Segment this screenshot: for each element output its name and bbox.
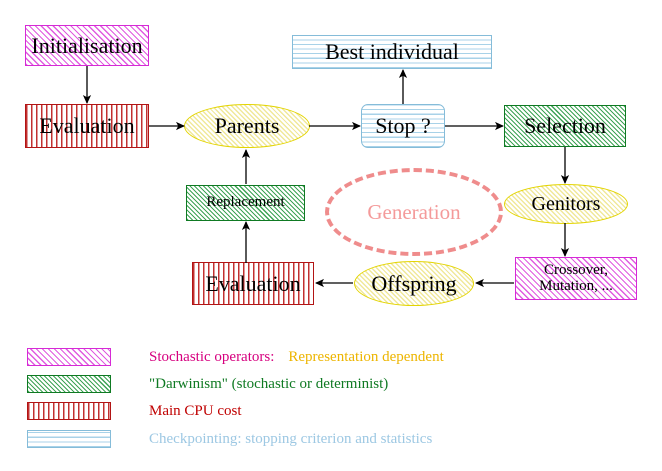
generation-loop-annotation: Generation xyxy=(325,168,503,256)
legend-label-checkpointing: Checkpointing: stopping criterion and st… xyxy=(149,430,433,447)
legend-swatch-magenta-diagonal-hatch xyxy=(27,348,111,366)
node-offspring[interactable]: Offspring xyxy=(354,261,474,306)
node-offspring-label: Offspring xyxy=(371,270,457,296)
node-parents-label: Parents xyxy=(214,113,280,139)
legend-label-darwinism: "Darwinism" (stochastic or determinist) xyxy=(149,375,389,392)
node-crossover-mutation[interactable]: Crossover, Mutation, ... xyxy=(515,257,637,300)
node-initialisation[interactable]: Initialisation xyxy=(25,25,149,66)
legend-swatch-blue-horizontal-hatch xyxy=(27,430,111,448)
legend-label-main-cpu-cost: Main CPU cost xyxy=(149,402,242,419)
node-selection[interactable]: Selection xyxy=(504,105,626,147)
node-best-individual[interactable]: Best individual xyxy=(292,35,492,69)
legend-row-main-cpu-cost: Main CPU cost xyxy=(27,402,242,420)
node-evaluation-top[interactable]: Evaluation xyxy=(25,104,149,148)
node-selection-label: Selection xyxy=(524,113,606,139)
legend-row-stochastic-operators: Stochastic operators: Representation dep… xyxy=(27,348,444,366)
node-stop[interactable]: Stop ? xyxy=(361,104,445,148)
node-genitors[interactable]: Genitors xyxy=(504,184,628,224)
node-initialisation-label: Initialisation xyxy=(31,32,143,58)
node-evaluation-bottom[interactable]: Evaluation xyxy=(192,262,314,305)
node-crossover-label-line2: Mutation, ... xyxy=(539,277,613,294)
node-evaluation-top-label: Evaluation xyxy=(39,113,135,139)
legend-row-checkpointing: Checkpointing: stopping criterion and st… xyxy=(27,430,432,448)
legend-swatch-green-diagonal-hatch xyxy=(27,375,111,393)
legend-label-stochastic-operators: Stochastic operators: xyxy=(149,348,275,365)
node-evaluation-bottom-label: Evaluation xyxy=(205,270,301,296)
legend-label-representation-dependent: Representation dependent xyxy=(288,348,444,365)
node-replacement-label: Replacement xyxy=(206,194,285,211)
node-best-individual-label: Best individual xyxy=(325,39,459,65)
generation-label: Generation xyxy=(367,199,461,224)
node-stop-label: Stop ? xyxy=(375,113,431,139)
legend-row-darwinism: "Darwinism" (stochastic or determinist) xyxy=(27,375,388,393)
legend-swatch-red-vertical-hatch xyxy=(27,402,111,420)
node-genitors-label: Genitors xyxy=(531,192,601,215)
node-replacement[interactable]: Replacement xyxy=(186,185,305,221)
node-crossover-label-line1: Crossover, xyxy=(544,261,608,278)
node-parents[interactable]: Parents xyxy=(184,104,310,148)
